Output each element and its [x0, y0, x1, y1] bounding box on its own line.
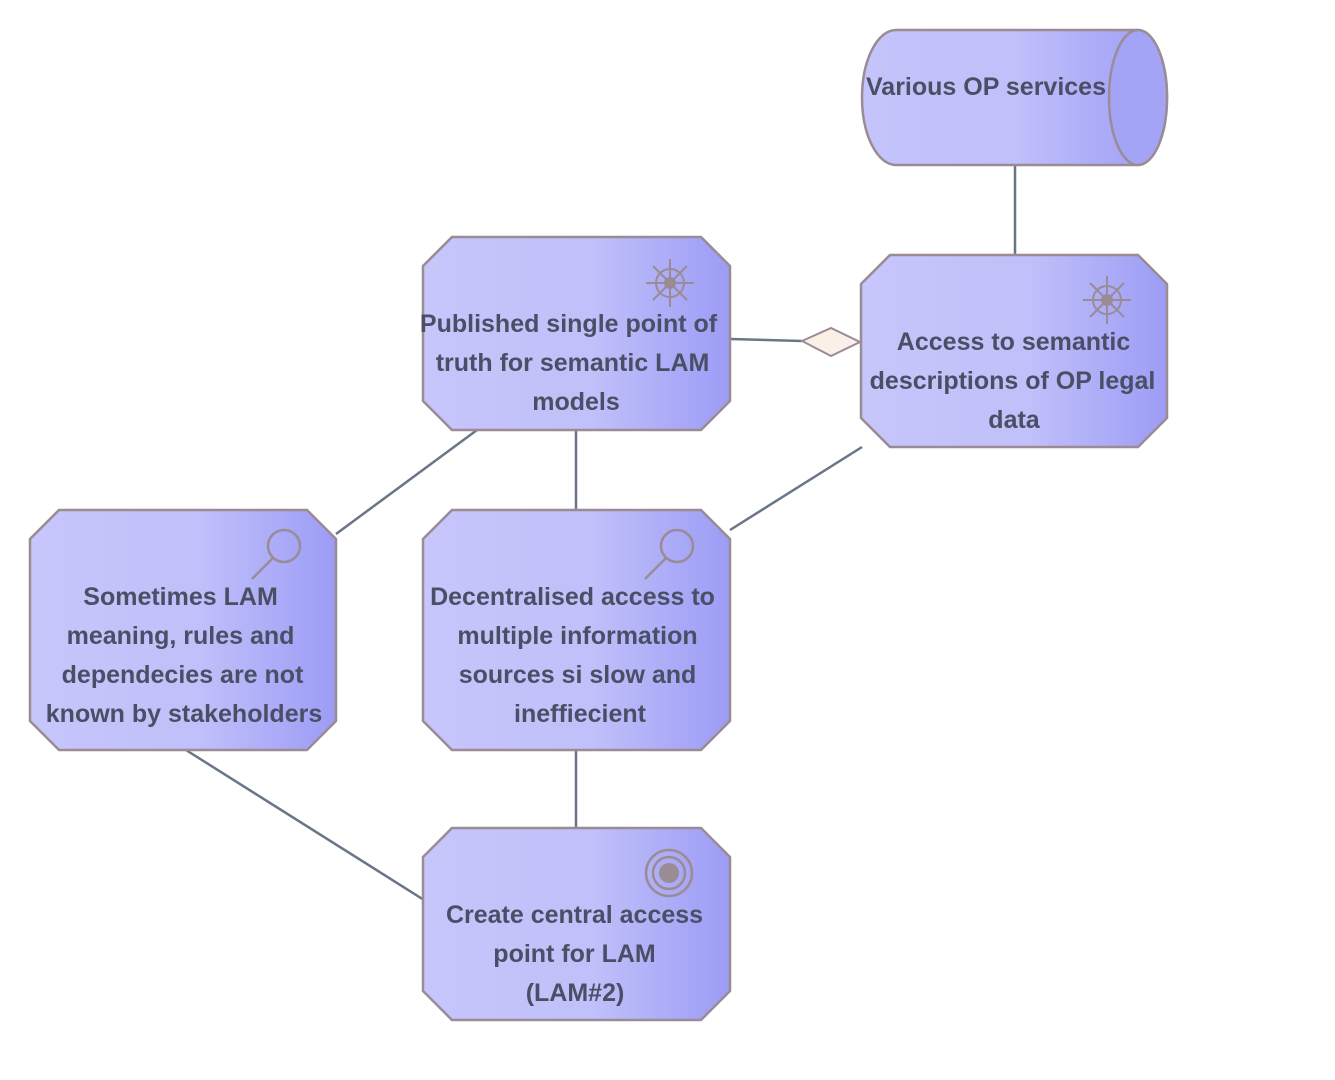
node-decentralised-access[interactable]: Decentralised access to multiple informa… — [421, 508, 732, 752]
data-store-end — [1107, 28, 1169, 167]
node-published-single-point[interactable]: Published single point of truth for sema… — [420, 235, 732, 432]
connectors — [185, 165, 1017, 902]
driver-shape — [421, 235, 732, 432]
label-line: dependecies are not — [62, 661, 304, 689]
node-create-central-access[interactable]: Create central access point for LAM (LAM… — [421, 826, 732, 1022]
label-line: multiple information — [457, 622, 697, 650]
node-label: Published single point of truth for sema… — [420, 310, 724, 416]
node-label: Create central access point for LAM (LAM… — [446, 901, 710, 1007]
label-line: sources si slow and — [459, 661, 697, 689]
label-line: Published single point of — [420, 310, 718, 338]
edge-published-to-sometimes[interactable] — [335, 428, 478, 536]
aggregation-diamond[interactable] — [799, 326, 863, 358]
wheel-icon — [646, 259, 694, 307]
target-icon — [644, 848, 694, 898]
label-line: descriptions of OP legal — [870, 367, 1156, 395]
node-access-semantic-descriptions[interactable]: Access to semantic descriptions of OP le… — [859, 253, 1169, 449]
label-line: Decentralised access to — [430, 583, 715, 611]
driver-shape — [859, 253, 1169, 449]
label-line: Access to semantic — [897, 328, 1131, 356]
label-line: Sometimes LAM — [83, 583, 277, 611]
edge-access-to-decentralised[interactable] — [729, 445, 863, 532]
magnifier-icon — [251, 528, 302, 580]
magnifier-icon — [644, 528, 695, 580]
node-sometimes-lam-meaning[interactable]: Sometimes LAM meaning, rules and depende… — [28, 508, 338, 752]
node-label: Various OP services — [866, 73, 1106, 101]
label-line: data — [988, 406, 1041, 434]
label-line: known by stakeholders — [46, 700, 322, 728]
node-label: Decentralised access to multiple informa… — [430, 583, 722, 728]
edge-sometimes-to-create[interactable] — [185, 748, 425, 902]
label-line: ineffiecient — [514, 700, 647, 728]
label-line: Create central access — [446, 901, 703, 929]
node-various-op-services[interactable]: Various OP services — [860, 28, 1169, 167]
node-label: Sometimes LAM meaning, rules and depende… — [46, 583, 322, 728]
wheel-icon — [1083, 276, 1131, 324]
label-line: (LAM#2) — [526, 979, 625, 1007]
label-line: meaning, rules and — [67, 622, 295, 650]
edge-published-to-access[interactable] — [729, 337, 803, 343]
label-line: Various OP services — [866, 73, 1106, 101]
label-line: point for LAM — [493, 940, 655, 968]
label-line: truth for semantic LAM — [436, 349, 710, 377]
label-line: models — [532, 388, 620, 416]
node-label: Access to semantic descriptions of OP le… — [870, 328, 1163, 434]
